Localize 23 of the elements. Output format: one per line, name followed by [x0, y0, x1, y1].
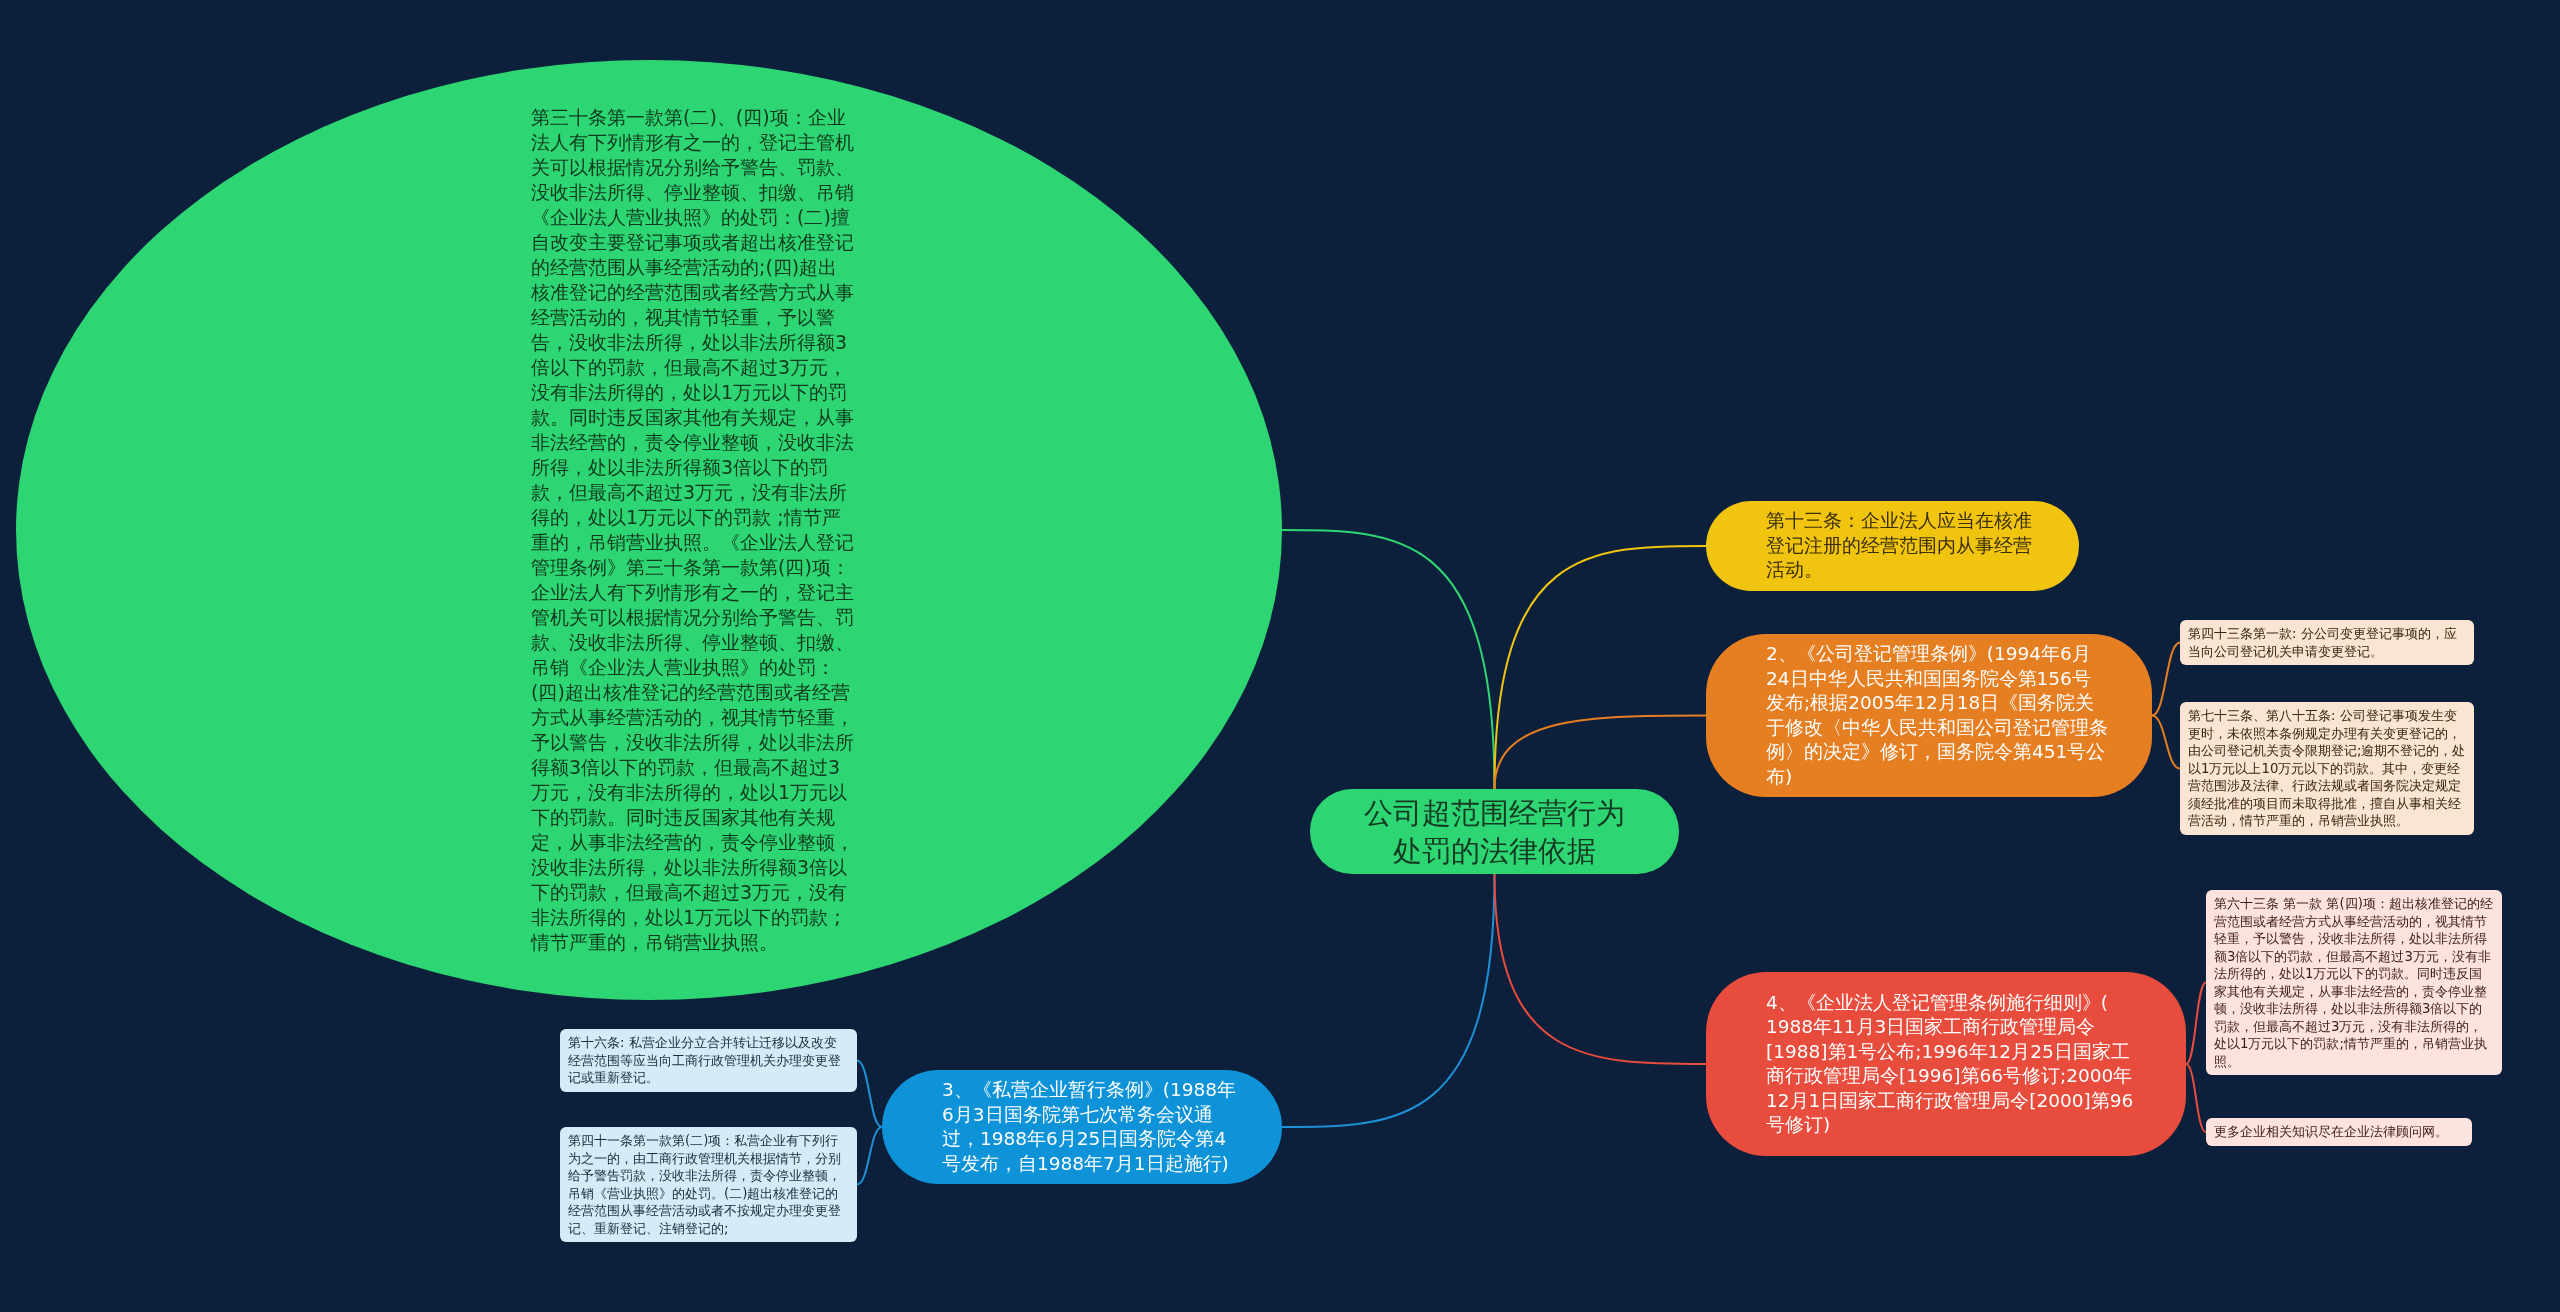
- connector-line: [2185, 981, 2207, 1065]
- note-card: 更多企业相关知识尽在企业法律顾问网。: [2206, 1118, 2472, 1146]
- connector-line: [1493, 545, 1707, 790]
- ellipse-bubble: 第三十条第一款第(二)、(四)项：企业法人有下列情形有之一的，登记主管机关可以根据情况分别给予警告、罚款、没收非法所得、停业整顿、扣缴、吊销《企业法人营业执照》的处罚：(二)擅自改变主要登记事项或者超出核准登记的经营范围从事经营活动的;(四)超出核准登记的经营范围或者经营方式从事经营活动的，视其情节轻重，予以警告，没收非法所得，处以非法所得额3倍以下的罚款，但最高不超过3万元，没有非法所得的，处以1万元以下的罚款。同时违反国家其他有关规定，从事非法经营的，责令停业整顿，没收非法所得，处以非法所得额3倍以下的罚款，但最高不超过3万元，没有非法所得的，处以1万元以下的罚款 ;情节严重的，吊销营业执照。《企业法人登记管理条例》第三十条第一款第(四)项：企业法人有下列情形有之一的，登记主管机关可以根据情况分别给予警告、罚款、没收非法所得、停业整顿、扣缴、吊销《企业法人营业执照》的处罚：(四)超出核准登记的经营范围或者经营方式从事经营活动的，视其情节轻重，予以警告，没收非法所得，处以非法所得额3倍以下的罚款，但最高不超过3万元，没有非法所得的，处以1万元以下的罚款。同时违反国家其他有关规定，从事非法经营的，责令停业整顿，没收非法所得，处以非法所得额3倍以下的罚款，但最高不超过3万元，没有非法所得的，处以1万元以下的罚款 ;情节严重的，吊销营业执照。: [16, 60, 1282, 1000]
- connector-line: [1493, 714, 1707, 790]
- note-card: 第七十三条、第八十五条: 公司登记事项发生变更时，未依照本条例规定办理有关变更登记的，由公司登记机关责令限期登记;逾期不登记的，处以1万元以上10万元以下的罚款。其中，变更经营范围涉及法律、行政法规或者国务院决定规定须经批准的项目而未取得批准，擅自从事相关经营活动，情节严重的，吊销营业执照。: [2180, 702, 2474, 835]
- connector-line: [856, 1126, 883, 1186]
- topic-bubble: 4、《企业法人登记管理条例施行细则》( 1988年11月3日国家工商行政管理局令[1988]第1号公布;1996年12月25日国家工商行政管理局令[1996]第66号修订;2000年12月1日国家工商行政管理局令[2000]第96号修订): [1706, 972, 2186, 1156]
- connector-line: [2151, 714, 2181, 770]
- note-card: 第四十三条第一款: 分公司变更登记事项的，应当向公司登记机关申请变更登记。: [2180, 620, 2474, 665]
- note-card: 第十六条: 私营企业分立合并转让迁移以及改变经营范围等应当向工商行政管理机关办理变更登记或重新登记。: [560, 1029, 857, 1092]
- connector-line: [2185, 1063, 2207, 1133]
- connector-line: [1493, 873, 1707, 1065]
- note-card: 第四十一条第一款第(二)项：私营企业有下列行为之一的，由工商行政管理机关根据情节，分别给予警告罚款，没收非法所得，责令停业整顿，吊销《营业执照》的处罚。(二)超出核准登记的经营范围从事经营活动或者不按规定办理变更登记、重新登记、注销登记的;: [560, 1127, 857, 1242]
- topic-bubble: 第十三条：企业法人应当在核准登记注册的经营范围内从事经营活动。: [1706, 501, 2079, 591]
- topic-bubble: 3、《私营企业暂行条例》(1988年6月3日国务院第七次常务会议通过，1988年6月25日国务院令第4号发布，自1988年7月1日起施行): [882, 1070, 1282, 1184]
- connector-line: [2151, 641, 2181, 717]
- connector-line: [856, 1059, 883, 1128]
- central-topic: 公司超范围经营行为处罚的法律依据: [1310, 789, 1679, 874]
- connector-line: [1281, 529, 1496, 790]
- connector-line: [1281, 873, 1496, 1128]
- topic-bubble: 2、《公司登记管理条例》(1994年6月24日中华人民共和国国务院令第156号发布;根据2005年12月18日《国务院关于修改〈中华人民共和国公司登记管理条例〉的决定》修订，国务院令第451号公布): [1706, 634, 2152, 797]
- note-card: 第六十三条 第一款 第(四)项：超出核准登记的经营范围或者经营方式从事经营活动的，视其情节轻重，予以警告，没收非法所得，处以非法所得额3倍以下的罚款，但最高不超过3万元，没有非法所得的，处以1万元以下的罚款。同时违反国家其他有关规定，从事非法经营的，责令停业整顿，没收非法所得，处以非法所得额3倍以下的罚款，但最高不超过3万元，没有非法所得的，处以1万元以下的罚款;情节严重的，吊销营业执照。: [2206, 890, 2502, 1075]
